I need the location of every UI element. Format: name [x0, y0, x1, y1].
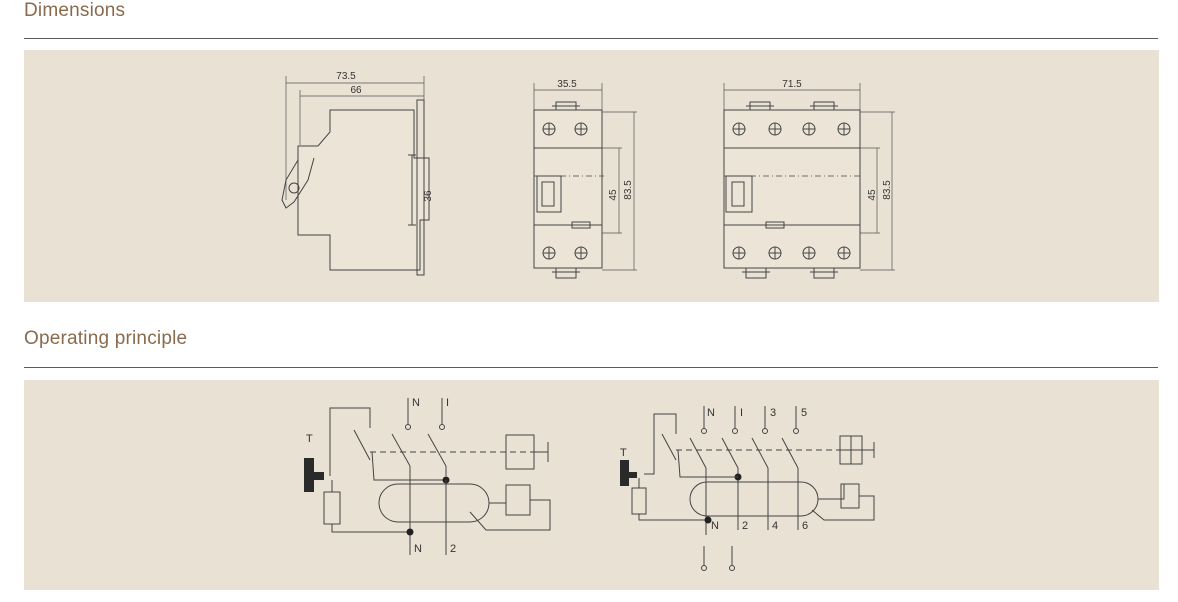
- dim-2p-width: 35.5: [557, 79, 577, 90]
- section-title-dimensions: Dimensions: [24, 0, 126, 21]
- schematic-4p-bottom-label-3: 4: [772, 520, 778, 532]
- divider-operating-principle: [24, 367, 1158, 368]
- schematic-2p-bottom-label-1: N: [414, 543, 422, 555]
- dim-side-inner-width: 66: [350, 85, 362, 96]
- schematic-2p-bottom-label-2: 2: [450, 543, 456, 555]
- schematic-4p-top-label-4: 5: [801, 407, 807, 419]
- dimensions-panel: 73.5 66 36 35.5: [24, 50, 1159, 302]
- dim-side-total-width: 73.5: [336, 71, 356, 82]
- schematic-4p-bottom-label-2: 2: [742, 520, 748, 532]
- divider-dimensions: [24, 38, 1158, 39]
- dim-4p-total-height: 83.5: [882, 180, 893, 200]
- dim-2p-total-height: 83.5: [623, 180, 634, 200]
- dim-2p-inner-height: 45: [608, 189, 619, 201]
- dimensions-drawing: 73.5 66 36 35.5: [281, 71, 895, 279]
- schematic-2p-top-label-2: I: [446, 397, 449, 409]
- dim-side-height: 36: [423, 190, 434, 202]
- schematic-2p-test-label: T: [306, 433, 313, 445]
- operating-principle-drawing: T N I: [304, 397, 875, 571]
- schematic-4p-bottom-label-1: N: [711, 520, 719, 532]
- schematic-4p-bottom-label-4: 6: [802, 520, 808, 532]
- operating-principle-panel: T N I: [24, 380, 1159, 590]
- side-view: 73.5 66 36: [281, 71, 434, 276]
- front-2p-view: 35.5: [533, 79, 637, 279]
- schematic-4p-top-label-2: I: [740, 407, 743, 419]
- schematic-2p: T N I: [304, 397, 551, 555]
- dim-4p-width: 71.5: [782, 79, 802, 90]
- schematic-4p-top-label-3: 3: [770, 407, 776, 419]
- schematic-4p-test-label: T: [620, 447, 627, 459]
- front-4p-view: 71.5: [723, 79, 895, 279]
- schematic-4p-top-label-1: N: [707, 407, 715, 419]
- schematic-4p: T N I 3 5: [620, 406, 875, 571]
- schematic-2p-top-label-1: N: [412, 397, 420, 409]
- dim-4p-inner-height: 45: [867, 189, 878, 201]
- section-title-operating-principle: Operating principle: [24, 328, 188, 349]
